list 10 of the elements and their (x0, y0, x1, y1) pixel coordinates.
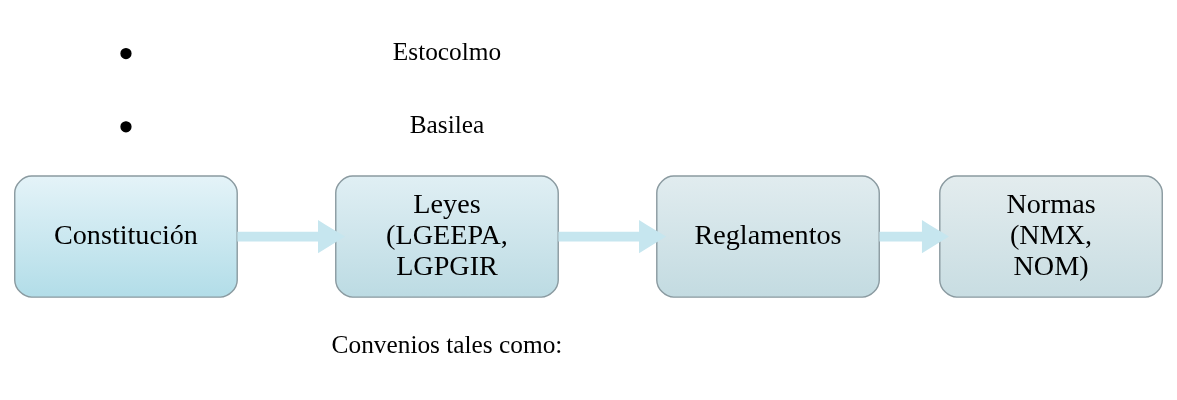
label: Convenios tales como: (331, 329, 563, 358)
label: Estocolmo (392, 36, 502, 65)
label: Basilea (409, 109, 485, 138)
node-box: Constitución (14, 175, 238, 298)
arrow (237, 220, 346, 254)
arrow (558, 220, 667, 254)
node-box: Normas (NMX, NOM) (939, 175, 1163, 298)
node-box: Leyes (LGEEPA, LGPGIR (335, 175, 559, 298)
node-box: Reglamentos (656, 175, 880, 298)
arrow (879, 220, 949, 254)
